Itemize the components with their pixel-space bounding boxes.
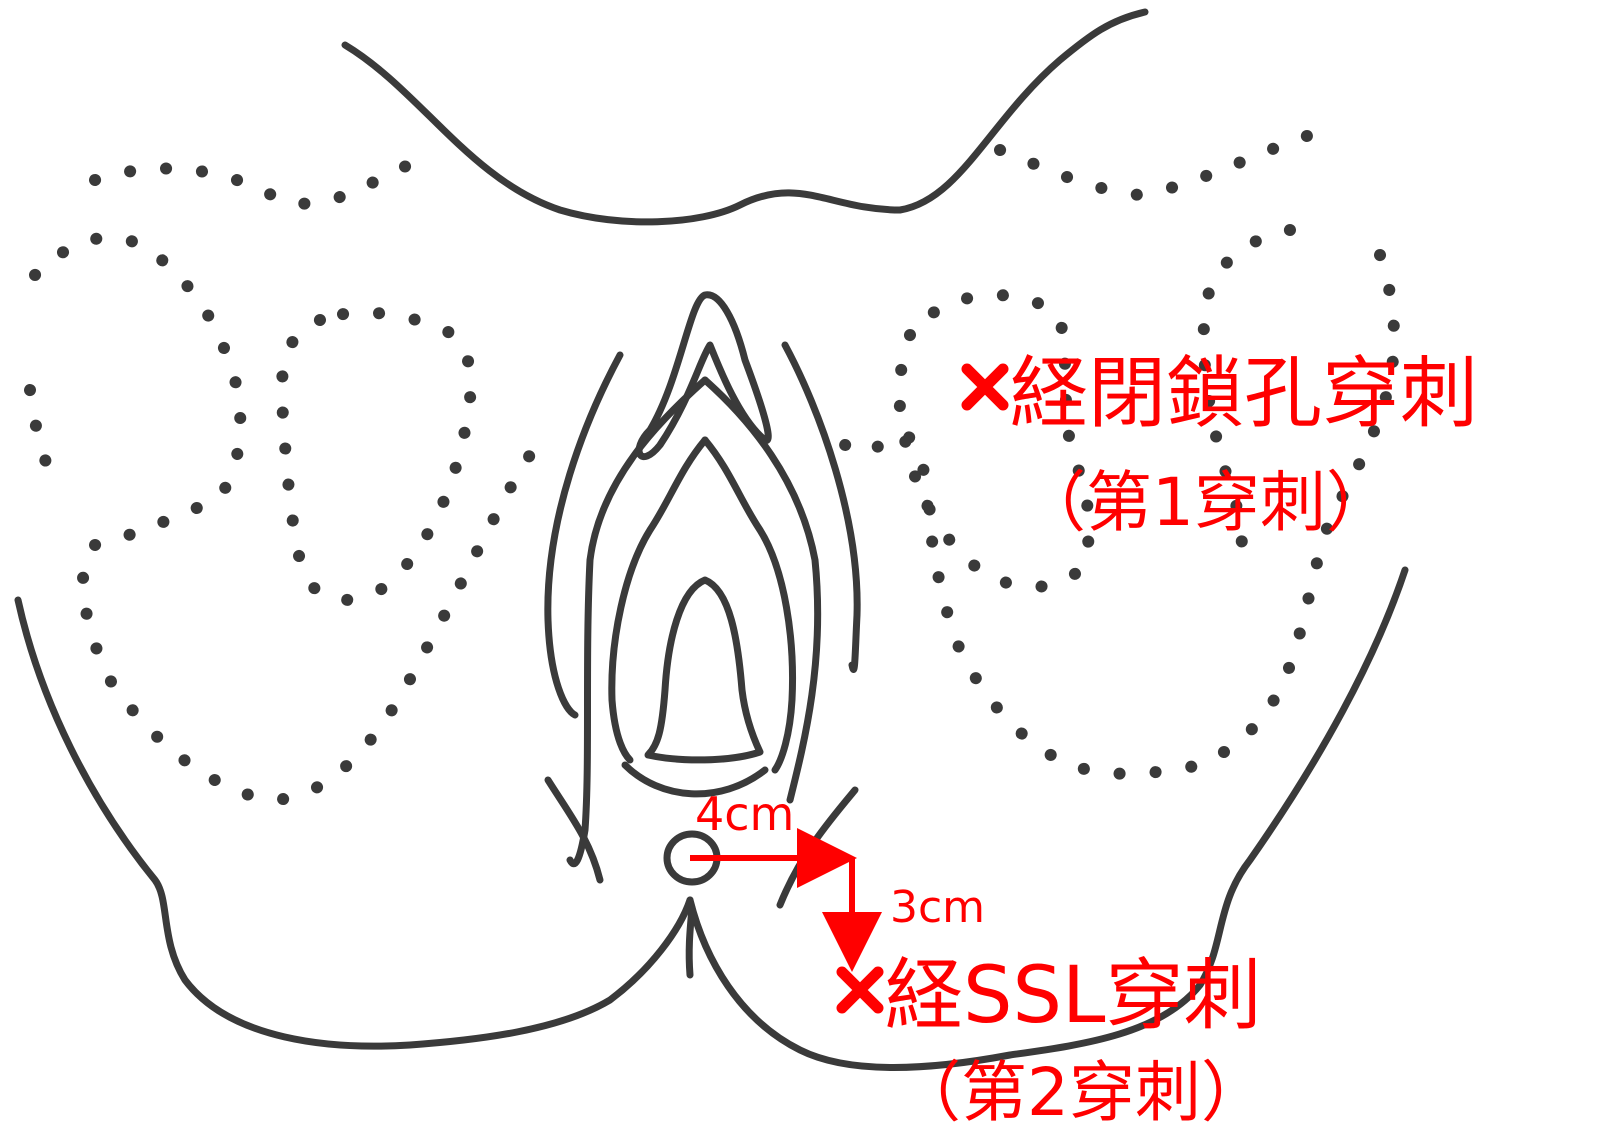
vertical-distance-label: 3cm xyxy=(890,882,985,933)
pelvic-bone-left-outer xyxy=(30,160,530,800)
horizontal-distance-label: 4cm xyxy=(695,787,794,841)
inner-fold-left xyxy=(612,440,705,760)
obturator-puncture-label: 経閉鎖孔穿刺 xyxy=(1010,349,1478,439)
first-puncture-label: （第1穿刺） xyxy=(1020,464,1392,541)
obturator-foramen-left xyxy=(282,313,471,600)
pelvic-bone-right-outer xyxy=(840,130,1394,774)
x-mark-icon xyxy=(967,369,1003,405)
gluteal-cleft xyxy=(689,908,692,975)
labia-majora-left xyxy=(548,355,620,715)
puncture-annotations: 経閉鎖孔穿刺 （第1穿刺） 4cm 3cm 経SSL穿刺 （第2穿刺） xyxy=(690,349,1478,1128)
second-puncture-label: （第2穿刺） xyxy=(895,1054,1267,1128)
ssl-puncture-label: 経SSL穿刺 xyxy=(885,951,1261,1041)
x-mark-icon xyxy=(842,972,878,1008)
clitoral-hood xyxy=(639,295,768,457)
vaginal-opening xyxy=(648,580,760,760)
mons-outline xyxy=(345,12,1145,222)
